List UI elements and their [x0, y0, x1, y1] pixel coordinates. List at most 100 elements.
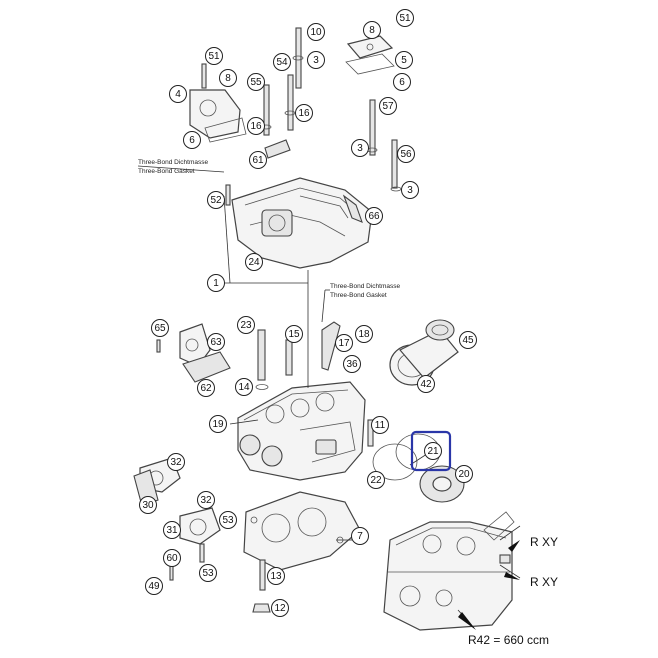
callout-circle	[371, 416, 389, 434]
callout-number: 17	[338, 338, 350, 349]
callout-66: 66	[365, 207, 383, 225]
callout-63: 63	[207, 333, 225, 351]
callout-number: 54	[276, 57, 288, 68]
callout-3: 3	[351, 139, 369, 157]
callout-number: 42	[420, 379, 432, 390]
callout-number: 1	[213, 278, 219, 289]
callout-circle	[199, 564, 217, 582]
sensor-15	[285, 339, 293, 376]
callout-number: 55	[250, 77, 262, 88]
callout-53: 53	[219, 511, 237, 529]
label-rxy-2: R XY	[530, 575, 558, 589]
callout-number: 31	[166, 525, 178, 536]
callout-19: 19	[209, 415, 227, 433]
callout-number: 53	[202, 568, 214, 579]
callout-circle	[267, 567, 285, 585]
callout-61: 61	[249, 151, 267, 169]
stud-11	[367, 419, 374, 447]
callout-16: 16	[295, 104, 313, 122]
callout-number: 4	[175, 89, 181, 100]
callout-56: 56	[397, 145, 415, 163]
callout-circle	[207, 191, 225, 209]
cover-bolts	[225, 27, 398, 206]
callout-circle	[351, 139, 369, 157]
callout-number: 16	[298, 108, 310, 119]
callout-36: 36	[343, 355, 361, 373]
label-capacity: R42 = 660 ccm	[468, 633, 549, 647]
callout-6: 6	[393, 73, 411, 91]
callout-51: 51	[396, 9, 414, 27]
callout-22: 22	[367, 471, 385, 489]
thermostat-housing	[189, 63, 247, 143]
callout-circle	[167, 453, 185, 471]
label-rxy-1: R XY	[530, 535, 558, 549]
valve-cover	[231, 177, 373, 269]
callout-circle	[183, 131, 201, 149]
callout-circle	[219, 511, 237, 529]
callout-number: 13	[270, 571, 282, 582]
callout-circle	[197, 491, 215, 509]
callout-number: 22	[370, 475, 382, 486]
callout-number: 6	[189, 135, 195, 146]
callout-circle	[207, 333, 225, 351]
callout-circle	[273, 53, 291, 71]
washers	[260, 55, 402, 192]
note-top-line1: Three-Bond Dichtmasse	[138, 159, 208, 166]
note-mid-line2: Three-Bond Gasket	[330, 292, 387, 299]
callout-4: 4	[169, 85, 187, 103]
callout-circle	[424, 442, 442, 460]
callout-circle	[455, 465, 473, 483]
callout-number: 14	[238, 382, 250, 393]
callout-circle	[355, 325, 373, 343]
callout-number: 24	[248, 257, 260, 268]
stud-13	[259, 559, 266, 591]
callout-circle	[163, 521, 181, 539]
callout-circle	[459, 331, 477, 349]
callout-circle	[307, 51, 325, 69]
callout-14: 14	[235, 378, 253, 396]
callout-circle	[247, 73, 265, 91]
callout-circle	[197, 379, 215, 397]
arrow-capacity	[458, 612, 476, 630]
callout-number: 62	[200, 383, 212, 394]
callout-circle	[219, 69, 237, 87]
callout-number: 3	[407, 185, 413, 196]
nut-12	[252, 603, 271, 613]
callout-circle	[207, 274, 225, 292]
callout-number: 30	[142, 500, 154, 511]
callout-number: 11	[375, 420, 386, 431]
callout-number: 8	[369, 25, 375, 36]
callout-circle	[205, 47, 223, 65]
callout-23: 23	[237, 316, 255, 334]
callout-15: 15	[285, 325, 303, 343]
callout-11: 11	[371, 416, 389, 434]
callout-6: 6	[183, 131, 201, 149]
callout-18: 18	[355, 325, 373, 343]
intake-boot	[389, 319, 459, 386]
callout-number: 61	[252, 155, 264, 166]
callout-circle	[285, 325, 303, 343]
callout-number: 3	[357, 143, 363, 154]
callout-number: 5	[401, 55, 407, 66]
note-three-bond-mid: Three-Bond Dichtmasse Three-Bond Gasket	[330, 283, 400, 299]
callout-number: 20	[458, 469, 470, 480]
callout-circle	[397, 145, 415, 163]
callout-7: 7	[351, 527, 369, 545]
callout-32: 32	[167, 453, 185, 471]
gasket-62	[182, 351, 231, 383]
callout-circle	[151, 319, 169, 337]
callout-number: 51	[208, 51, 220, 62]
callout-number: 51	[399, 13, 411, 24]
callout-3: 3	[401, 181, 419, 199]
callout-circle	[237, 316, 255, 334]
callout-51: 51	[205, 47, 223, 65]
callout-number: 21	[427, 446, 439, 457]
callout-8: 8	[363, 21, 381, 39]
callout-circle	[335, 334, 353, 352]
callout-number: 16	[250, 121, 262, 132]
stud-23	[257, 329, 266, 381]
callout-circle	[169, 85, 187, 103]
